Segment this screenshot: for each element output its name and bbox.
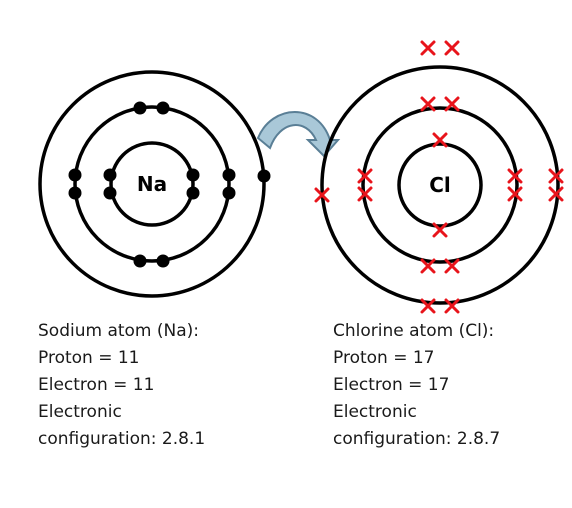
- sodium-config-value: configuration: 2.8.1: [38, 429, 206, 449]
- chlorine-electron: [444, 298, 460, 314]
- chlorine-electron: [420, 298, 436, 314]
- sodium-shell-2: [73, 105, 231, 263]
- sodium-electron: [222, 186, 236, 200]
- sodium-electron: [103, 186, 117, 200]
- chlorine-electron: [444, 258, 460, 274]
- chlorine-atom: Cl: [314, 40, 564, 314]
- chlorine-symbol: Cl: [429, 173, 451, 197]
- sodium-electrons: [68, 101, 271, 268]
- sodium-electron: [156, 254, 170, 268]
- chlorine-shell-3: [320, 65, 560, 305]
- sodium-caption: Sodium atom (Na): Proton = 11 Electron =…: [38, 318, 205, 453]
- chlorine-electron: [548, 168, 564, 184]
- chlorine-shell-1: [397, 142, 483, 228]
- sodium-config-label: Electronic: [38, 402, 122, 422]
- sodium-atom: Na: [38, 70, 271, 298]
- sodium-electron: [156, 101, 170, 115]
- sodium-electron: [222, 168, 236, 182]
- sodium-valence-electron: [257, 169, 271, 183]
- chlorine-electron: [444, 96, 460, 112]
- electron-transfer-arrow: [256, 111, 341, 158]
- chlorine-caption: Chlorine atom (Cl): Proton = 17 Electron…: [333, 318, 500, 453]
- chlorine-electron: [444, 40, 460, 56]
- sodium-proton-count: Proton = 11: [38, 348, 140, 368]
- sodium-caption-title: Sodium atom (Na):: [38, 321, 200, 341]
- sodium-electron: [68, 168, 82, 182]
- chlorine-electron: [357, 186, 373, 202]
- chlorine-electron: [432, 132, 448, 148]
- sodium-electron: [68, 186, 82, 200]
- chlorine-electron: [420, 40, 436, 56]
- chlorine-electrons: [314, 40, 564, 314]
- sodium-shell-3: [38, 70, 266, 298]
- sodium-electron: [186, 168, 200, 182]
- sodium-electron: [103, 168, 117, 182]
- chlorine-electron-count: Electron = 17: [333, 375, 450, 395]
- chlorine-electron: [357, 168, 373, 184]
- sodium-shell-1: [109, 141, 195, 227]
- chlorine-shell-2: [361, 106, 519, 264]
- chlorine-config-value: configuration: 2.8.7: [333, 429, 501, 449]
- chlorine-electron: [507, 186, 523, 202]
- sodium-electron-count: Electron = 11: [38, 375, 155, 395]
- sodium-electron: [133, 254, 147, 268]
- chlorine-electron: [420, 96, 436, 112]
- chlorine-electron: [420, 258, 436, 274]
- chlorine-electron: [432, 222, 448, 238]
- sodium-symbol: Na: [137, 172, 167, 196]
- chlorine-electron: [548, 186, 564, 202]
- chlorine-proton-count: Proton = 17: [333, 348, 435, 368]
- chlorine-electron: [314, 187, 330, 203]
- chlorine-electron: [507, 168, 523, 184]
- sodium-electron: [186, 186, 200, 200]
- chlorine-config-label: Electronic: [333, 402, 417, 422]
- chlorine-caption-title: Chlorine atom (Cl):: [333, 321, 495, 341]
- sodium-electron: [133, 101, 147, 115]
